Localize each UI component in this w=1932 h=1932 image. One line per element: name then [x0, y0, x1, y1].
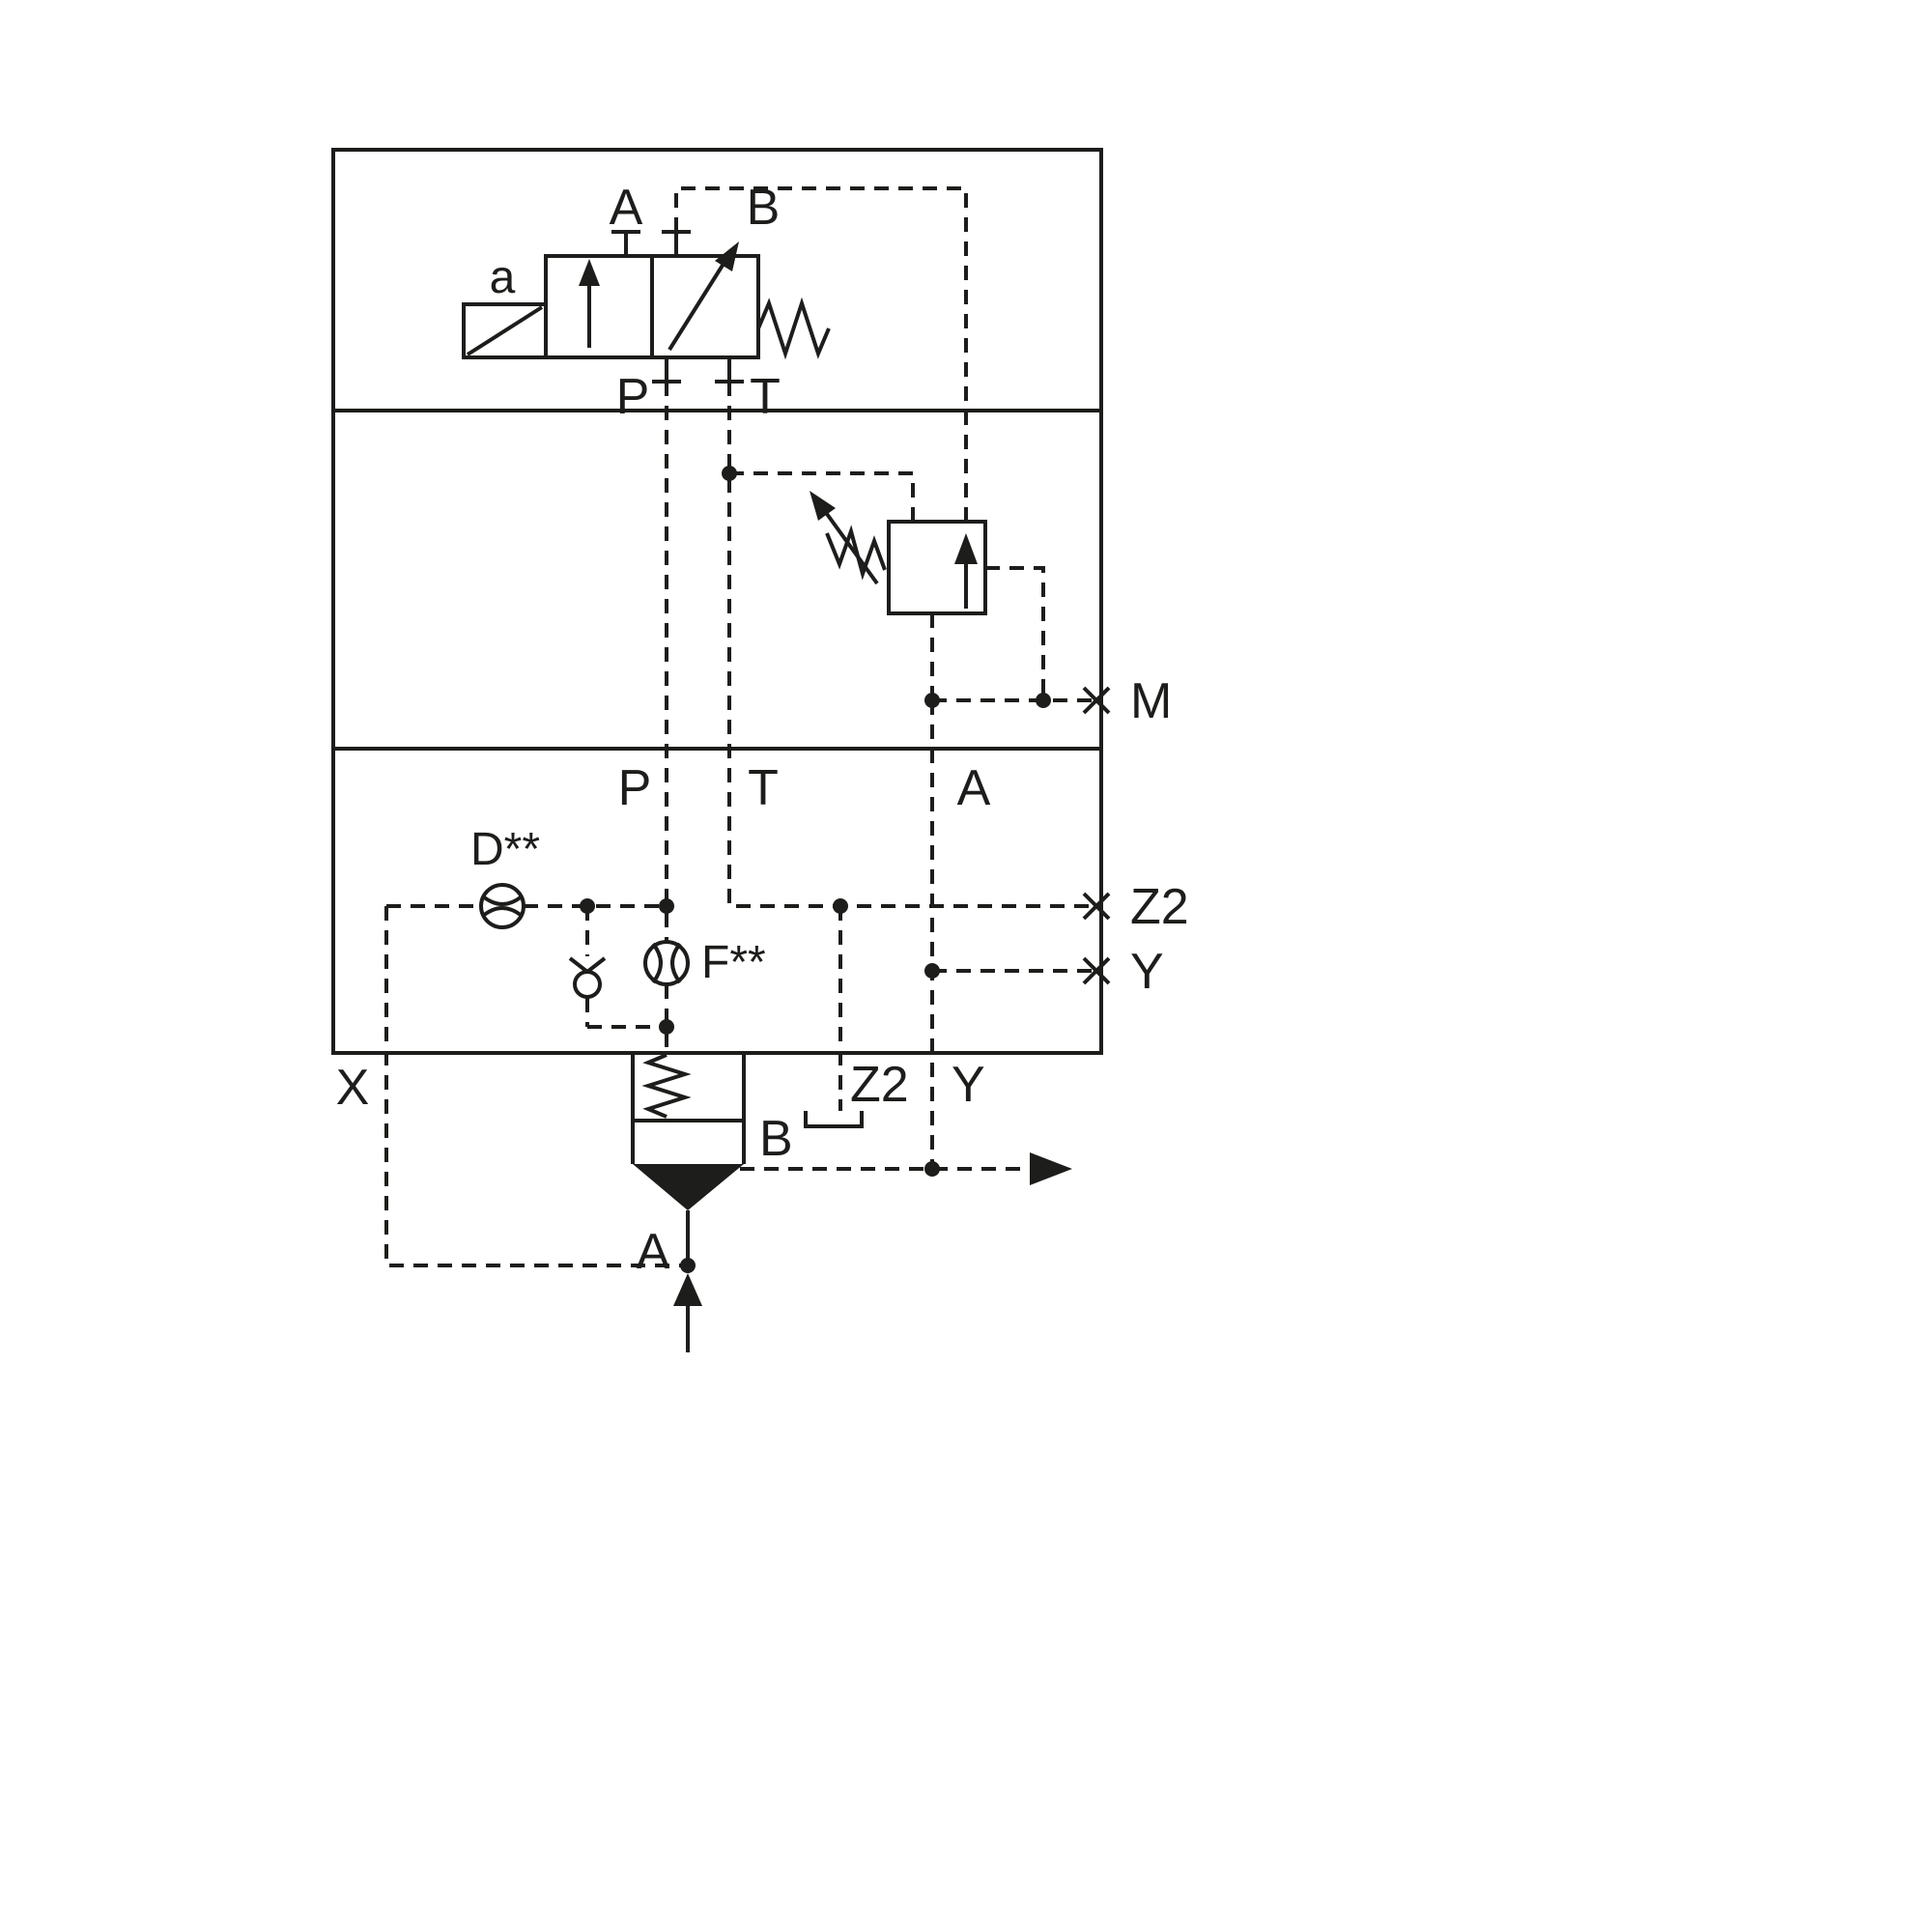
valve-port-a-label: A: [610, 180, 643, 236]
flow-arrow-icon: [579, 259, 600, 348]
adjustment-arrow-icon: [810, 491, 879, 585]
bottom-y-label: Y: [952, 1057, 985, 1113]
row-port-t-label: T: [748, 760, 779, 816]
spring-icon: [641, 1053, 692, 1119]
orifice-d-icon: [479, 883, 526, 929]
check-valve-icon: [568, 956, 607, 999]
valve-port-t-label: T: [750, 369, 781, 425]
valve-port-p-label: P: [616, 369, 650, 425]
valve-port-b-label: B: [747, 180, 781, 236]
cartridge-valve: [631, 1053, 746, 1265]
port-cross-y-icon: [1082, 956, 1111, 985]
flow-arrow-icon: [668, 242, 739, 352]
port-z2-label: Z2: [1130, 879, 1189, 935]
orifice-f-icon: [643, 940, 690, 986]
port-m-label: M: [1130, 673, 1172, 729]
port-cross-z2-icon: [1082, 892, 1111, 921]
row-port-a-label: A: [957, 760, 991, 816]
orifice-f-label: F**: [701, 937, 766, 988]
solenoid-icon: [462, 302, 548, 359]
bottom-z2-label: Z2: [850, 1057, 909, 1113]
relief-valve-icon: [810, 491, 987, 615]
port-y-label: Y: [1130, 944, 1164, 1000]
manifold-block-outline: [331, 148, 1103, 1055]
orifice-d-label: D**: [470, 824, 540, 875]
row-port-p-label: P: [618, 760, 652, 816]
solenoid-label: a: [490, 252, 516, 303]
pilot-lines: [384, 186, 1096, 1267]
pilot-directional-valve: [462, 230, 831, 384]
valve-port-ticks: [611, 230, 744, 384]
flow-arrow-icon: [1030, 1152, 1072, 1185]
bottom-x-label: X: [336, 1060, 370, 1116]
cartridge-a-label: A: [637, 1224, 670, 1280]
cartridge-b-label: B: [759, 1111, 793, 1167]
plug-bracket-icon: [804, 1111, 864, 1128]
flow-arrow-icon: [673, 1273, 702, 1352]
poppet-icon: [633, 1164, 744, 1210]
junction-dots: [580, 466, 1051, 1273]
spring-icon: [756, 297, 831, 360]
port-cross-m-icon: [1082, 686, 1111, 715]
